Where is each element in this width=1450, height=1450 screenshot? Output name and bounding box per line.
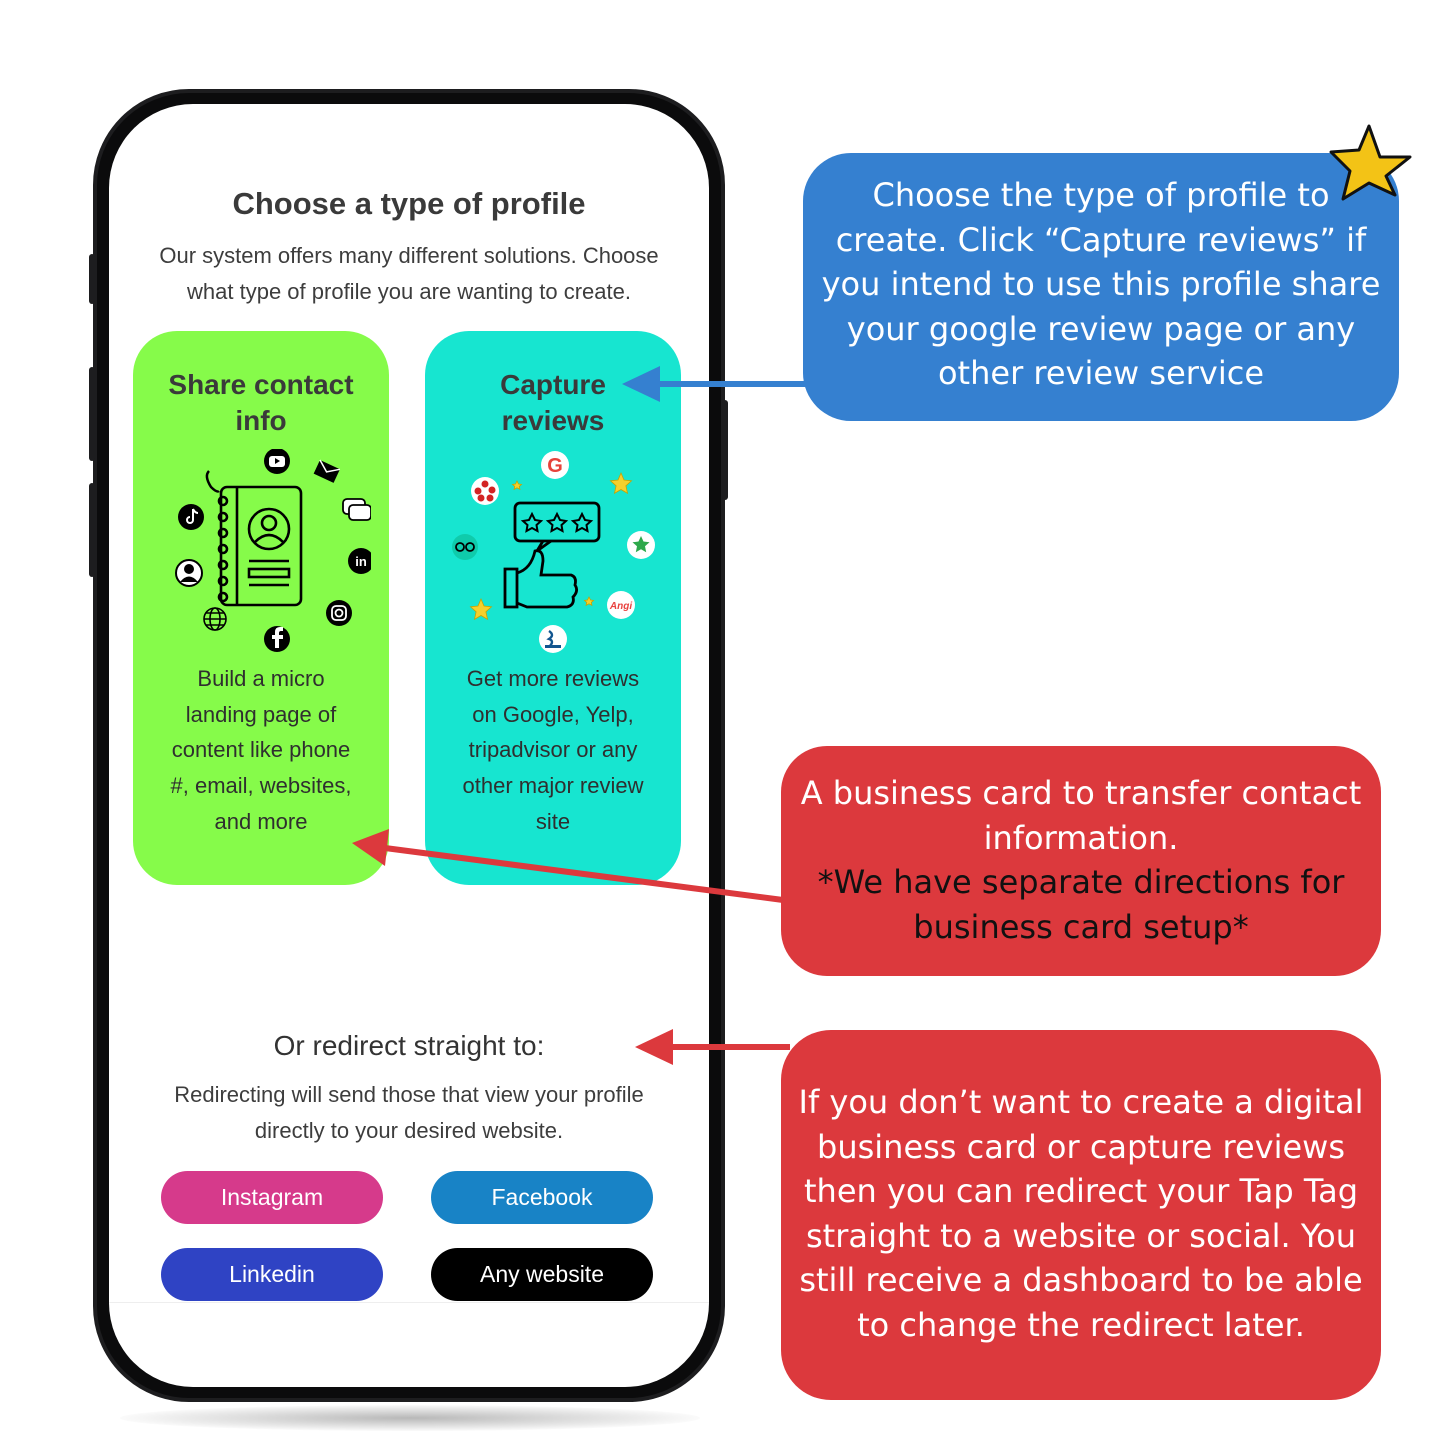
card-description-line: on Google, Yelp,: [472, 701, 634, 727]
phone-power-button: [722, 400, 728, 500]
chat-icon: [342, 498, 371, 521]
callout-line: business card or capture reviews: [817, 1127, 1345, 1166]
card-title-line: Capture: [500, 369, 606, 400]
contact-book-icon: [217, 485, 303, 607]
card-description-line: landing page of: [185, 701, 337, 727]
capture-reviews-card[interactable]: Capture reviews G: [425, 331, 681, 885]
instagram-redirect-button[interactable]: Instagram: [161, 1171, 383, 1224]
mail-icon: [313, 459, 341, 483]
google-icon: G: [541, 451, 569, 479]
callout-line: Choose the type of profile to: [872, 176, 1330, 214]
phone-shadow: [120, 1405, 700, 1431]
youtube-icon: [264, 449, 290, 474]
instagram-icon: [326, 600, 352, 626]
angi-icon-text: Angi: [609, 601, 632, 612]
angi-icon: Angi: [607, 591, 635, 619]
card-description-line: #, email, websites,: [170, 773, 352, 799]
user-icon: [175, 559, 203, 587]
card-description: Get more reviews on Google, Yelp, tripad…: [435, 661, 671, 840]
callout-line: create. Click “Capture reviews” if: [835, 220, 1367, 259]
phone-icon: [205, 470, 220, 493]
callout-line: straight to a website or social. You: [805, 1216, 1357, 1255]
card-description-line: other major review: [462, 773, 644, 799]
linkedin-redirect-button[interactable]: Linkedin: [161, 1248, 383, 1301]
card-title: Capture reviews: [425, 367, 681, 439]
card-description-line: content like phone: [171, 737, 351, 763]
divider: [109, 1302, 709, 1303]
redirect-callout: If you don’t want to create a digital bu…: [781, 1030, 1381, 1400]
card-description-line: site: [535, 808, 571, 834]
callout-line: then you can redirect your Tap Tag: [803, 1172, 1359, 1210]
capture-reviews-callout: Choose the type of profile to create. Cl…: [803, 153, 1399, 421]
callout-note-line: *We have separate directions for: [817, 863, 1345, 901]
any-website-redirect-button[interactable]: Any website: [431, 1248, 653, 1301]
tiktok-icon: [178, 504, 204, 530]
tripadvisor-icon: [452, 534, 478, 560]
business-card-callout: A business card to transfer contact info…: [781, 746, 1381, 976]
callout-line: you intend to use this profile share: [821, 265, 1381, 303]
card-description: Build a micro landing page of content li…: [143, 661, 379, 840]
yelp-icon: [471, 477, 499, 505]
redirect-subtitle-line: directly to your desired website.: [254, 1118, 564, 1143]
decorative-stars: [469, 471, 633, 621]
card-description-line: tripadvisor or any: [468, 737, 638, 763]
card-description-line: Build a micro: [197, 666, 325, 691]
callout-line: If you don’t want to create a digital: [798, 1083, 1364, 1121]
page-subtitle: Our system offers many different solutio…: [129, 238, 689, 310]
star-icon: [627, 531, 655, 559]
rating-stars: [520, 511, 594, 533]
callout-line: to change the redirect later.: [857, 1305, 1305, 1344]
contact-book-illustration: in: [175, 449, 371, 652]
thumbs-up-rating-icon: [503, 501, 601, 609]
linkedin-icon: in: [348, 548, 371, 574]
callout-note-line: business card setup*: [913, 907, 1249, 946]
facebook-redirect-button[interactable]: Facebook: [431, 1171, 653, 1224]
reviews-illustration: G Angi: [452, 451, 655, 653]
callout-line: your google review page or any: [846, 309, 1356, 348]
card-description-line: Get more reviews: [466, 666, 640, 691]
page-subtitle-line: Our system offers many different solutio…: [159, 243, 659, 268]
card-title-line: reviews: [501, 405, 605, 436]
globe-icon: [203, 607, 227, 631]
card-title-line: info: [235, 405, 287, 436]
phone-mute-switch: [89, 254, 95, 304]
phone-screen: Choose a type of profile Our system offe…: [109, 104, 709, 1387]
svg-text:in: in: [355, 554, 367, 569]
page-subtitle-line: what type of profile you are wanting to …: [187, 279, 631, 304]
svg-text:G: G: [547, 455, 563, 477]
redirect-subtitle-line: Redirecting will send those that view yo…: [174, 1082, 644, 1107]
card-title: Share contact info: [133, 367, 389, 439]
share-contact-info-card[interactable]: Share contact info in: [133, 331, 389, 885]
phone-volume-up-button: [89, 367, 95, 461]
card-title-line: Share contact: [168, 369, 354, 400]
bbb-icon: [539, 625, 567, 653]
phone-volume-down-button: [89, 483, 95, 577]
redirect-subtitle: Redirecting will send those that view yo…: [129, 1077, 689, 1149]
facebook-icon: [264, 626, 290, 652]
callout-line: A business card to transfer contact: [800, 774, 1362, 812]
callout-line: information.: [983, 818, 1179, 857]
callout-line: other review service: [937, 354, 1265, 392]
redirect-title: Or redirect straight to:: [273, 1030, 545, 1061]
page-title: Choose a type of profile: [232, 186, 586, 221]
card-description-line: and more: [214, 808, 308, 834]
callout-line: still receive a dashboard to be able: [799, 1261, 1363, 1299]
